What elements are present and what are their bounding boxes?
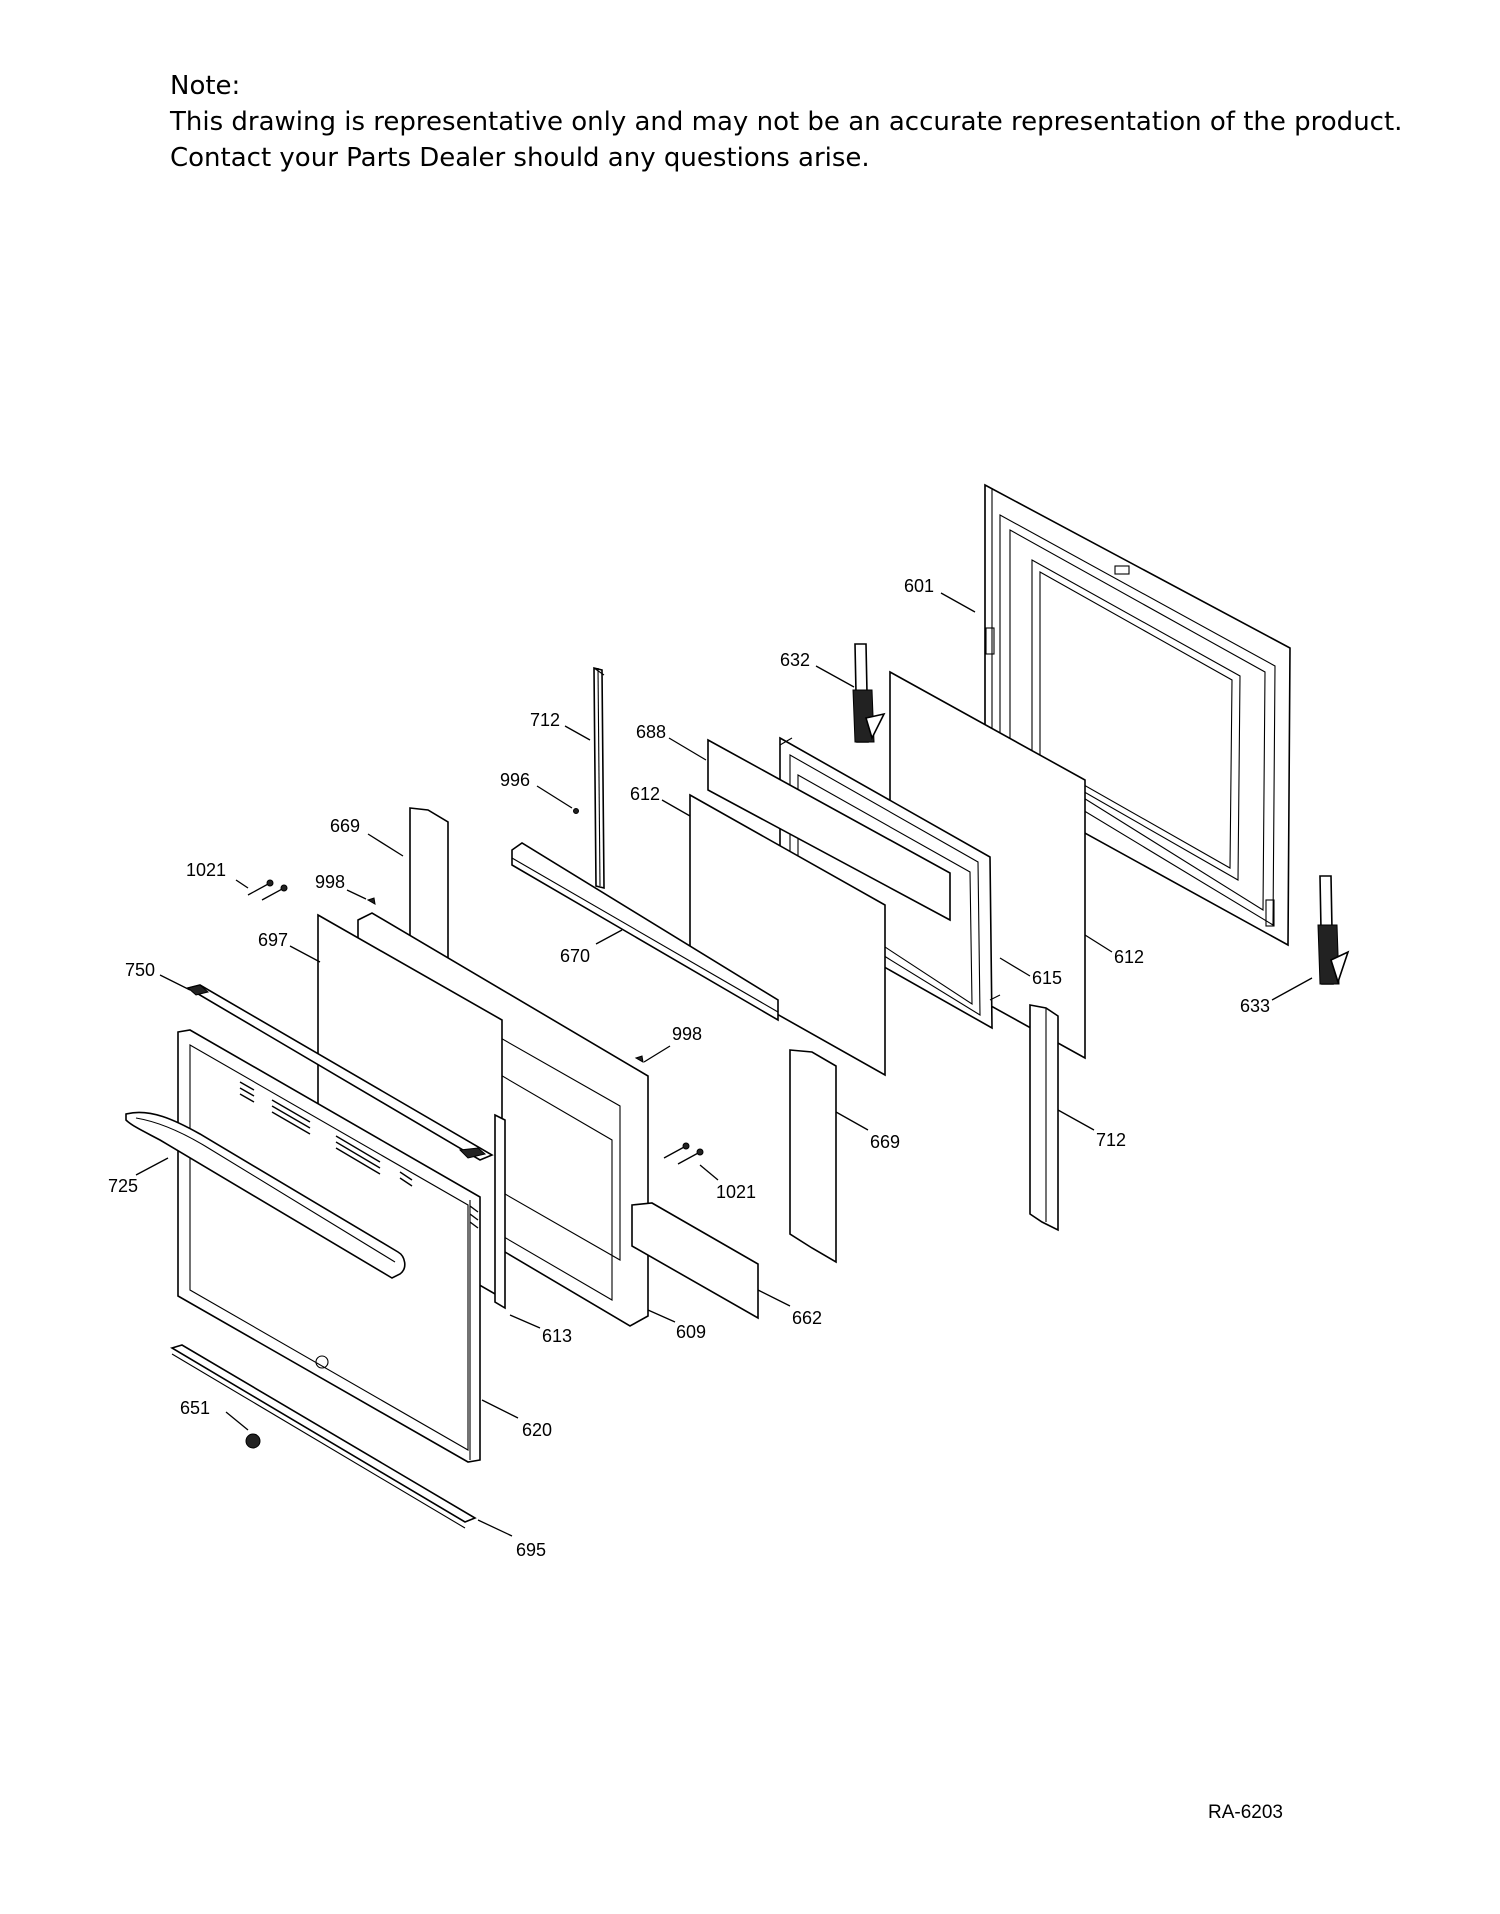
label-651: 651 bbox=[180, 1398, 210, 1418]
screws-1021-lower bbox=[663, 1142, 704, 1165]
part-601-inner-door bbox=[984, 483, 1291, 947]
part-725-handle bbox=[125, 1111, 406, 1279]
part-669-insulation-lower bbox=[789, 1049, 837, 1264]
disclaimer-note: Note: This drawing is representative onl… bbox=[170, 68, 1420, 176]
screw-996 bbox=[573, 808, 579, 814]
screw-998-upper bbox=[366, 897, 376, 905]
part-620-outer-door bbox=[177, 1029, 481, 1463]
label-612-rear: 612 bbox=[1114, 947, 1144, 967]
label-609: 609 bbox=[676, 1322, 706, 1342]
label-695: 695 bbox=[516, 1540, 546, 1560]
part-712-channel-upper bbox=[593, 666, 605, 890]
label-633: 633 bbox=[1240, 996, 1270, 1016]
part-633-hinge bbox=[1317, 875, 1350, 985]
vent-slots bbox=[239, 1081, 479, 1229]
label-1021-upper: 1021 bbox=[186, 860, 226, 880]
note-line-1: This drawing is representative only and … bbox=[170, 107, 1403, 137]
label-632: 632 bbox=[780, 650, 810, 670]
screw-998-lower bbox=[634, 1055, 644, 1063]
label-725: 725 bbox=[108, 1176, 138, 1196]
label-688: 688 bbox=[636, 722, 666, 742]
part-688-glass-strip bbox=[707, 738, 951, 922]
label-662: 662 bbox=[792, 1308, 822, 1328]
label-1021-lower: 1021 bbox=[716, 1182, 756, 1202]
screws-1021-upper bbox=[247, 879, 288, 901]
label-996: 996 bbox=[500, 770, 530, 790]
part-712-channel-lower bbox=[1029, 1004, 1059, 1232]
label-620: 620 bbox=[522, 1420, 552, 1440]
part-651-badge bbox=[245, 1433, 261, 1449]
label-612-front: 612 bbox=[630, 784, 660, 804]
note-heading: Note: bbox=[170, 71, 241, 101]
part-613-glass bbox=[494, 1113, 506, 1310]
part-632-hinge bbox=[852, 643, 886, 743]
part-662-insulation-strip bbox=[631, 1202, 759, 1320]
label-712-lower: 712 bbox=[1096, 1130, 1126, 1150]
label-670: 670 bbox=[560, 946, 590, 966]
part-612-front-glass bbox=[689, 793, 886, 1077]
label-615: 615 bbox=[1032, 968, 1062, 988]
label-669-lower: 669 bbox=[870, 1132, 900, 1152]
part-695-bottom-trim bbox=[170, 1344, 477, 1529]
label-998-lower: 998 bbox=[672, 1024, 702, 1044]
part-labels: 601 632 712 688 996 612 669 1021 998 697… bbox=[108, 576, 1270, 1560]
label-712-upper: 712 bbox=[530, 710, 560, 730]
part-750-vent-trim bbox=[185, 984, 494, 1161]
leader-lines bbox=[135, 592, 1313, 1537]
label-669-upper: 669 bbox=[330, 816, 360, 836]
part-669-insulation-upper bbox=[409, 807, 449, 962]
label-750: 750 bbox=[125, 960, 155, 980]
part-670-trim bbox=[511, 842, 779, 1022]
label-601: 601 bbox=[904, 576, 934, 596]
reference-code: RA-6203 bbox=[1208, 1802, 1283, 1823]
label-697: 697 bbox=[258, 930, 288, 950]
note-line-2: Contact your Parts Dealer should any que… bbox=[170, 143, 870, 173]
label-613: 613 bbox=[542, 1326, 572, 1346]
label-998-upper: 998 bbox=[315, 872, 345, 892]
